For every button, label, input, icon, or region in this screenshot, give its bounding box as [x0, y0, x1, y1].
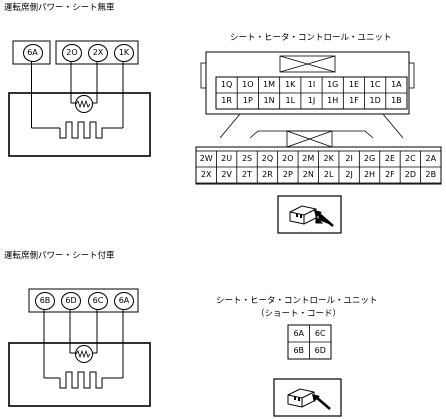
connector-pin-cell: 2K	[323, 154, 334, 163]
connector-pin-cell: 2R	[262, 170, 273, 179]
connector-pin-cell: 1P	[242, 96, 253, 105]
connector-pin-cell: 2M	[302, 154, 315, 163]
connector-pin-cell: 1B	[391, 96, 402, 105]
connector-pin-cell: 2H	[363, 170, 376, 179]
connector-pin-cell: 2T	[242, 170, 253, 179]
connector-pin-cell: 2C	[405, 154, 416, 163]
connector-pin-cell: 2P	[282, 170, 293, 179]
section1-title: 運転席側パワー・シート無車	[4, 3, 115, 13]
connector-pin-cell: 1E	[348, 80, 360, 89]
connector-pin-cell: 6D	[314, 346, 326, 355]
connector-pin-cell: 6B	[293, 346, 305, 355]
connector-pin-cell: 2B	[425, 170, 437, 179]
connector-pin-cell: 2V	[221, 170, 232, 179]
connector-pin-cell: 1C	[369, 80, 381, 89]
connector-pin-cell: 1K	[285, 80, 296, 89]
connector-pin-cell: 2O	[282, 154, 294, 163]
pin-terminal: 2X	[88, 44, 108, 62]
connector-pin-cell: 2X	[200, 170, 212, 179]
connector-pin-cell: 2S	[241, 154, 253, 163]
connector-pin-cell: 2E	[384, 154, 396, 163]
connector-pin-cell: 2F	[385, 170, 395, 179]
connector-pin-cell: 1I	[307, 80, 316, 89]
pin-terminal: 6D	[61, 292, 81, 310]
section2-title: 運転席側パワー・シート付車	[4, 251, 115, 261]
connector-pin-cell: 1R	[221, 96, 232, 105]
connector-pin-cell: 1G	[327, 80, 339, 89]
section1-unit-label: シート・ヒータ・コントロール・ユニット	[230, 33, 392, 43]
connector-pin-cell: 1F	[349, 96, 359, 105]
pin-terminal: 6C	[88, 292, 108, 310]
connector-pin-cell: 2I	[345, 154, 353, 163]
pin-terminal: 6A	[22, 44, 43, 62]
connector-pin-cell: 1Q	[220, 80, 233, 89]
pin-terminal: 1K	[114, 44, 134, 62]
connector-pin-cell: 1H	[327, 96, 339, 105]
connector-pin-cell: 1D	[369, 96, 381, 105]
connector-pin-cell: 1M	[263, 80, 276, 89]
connector-pin-cell: 1N	[263, 96, 275, 105]
section2-unit-label: シート・ヒータ・コントロール・ユニット	[216, 296, 378, 306]
connector-pin-cell: 6C	[314, 329, 326, 338]
connector-pin-cell: 2J	[345, 170, 353, 179]
pin-terminal: 2O	[62, 44, 82, 62]
pin-terminal: 6B	[35, 292, 55, 310]
connector-pin-cell: 1J	[307, 96, 316, 105]
connector-pin-cell: 2W	[199, 154, 213, 163]
section2-unit-sublabel: （ショート・コード）	[256, 309, 342, 319]
pin-terminal: 6A	[114, 292, 134, 310]
connector-pin-cell: 1L	[285, 96, 296, 105]
connector-pin-cell: 6A	[293, 329, 305, 338]
connector-pin-cell: 2U	[221, 154, 233, 163]
connector-pin-cell: 2D	[404, 170, 416, 179]
connector-pin-cell: 1A	[391, 80, 402, 89]
connector-pin-cell: 2G	[363, 154, 376, 163]
connector-pin-cell: 1O	[242, 80, 254, 89]
connector-pin-cell: 2N	[302, 170, 314, 179]
connector-pin-cell: 2A	[425, 154, 437, 163]
connector-pin-cell: 2L	[323, 170, 334, 179]
connector-pin-cell: 2Q	[261, 154, 274, 163]
